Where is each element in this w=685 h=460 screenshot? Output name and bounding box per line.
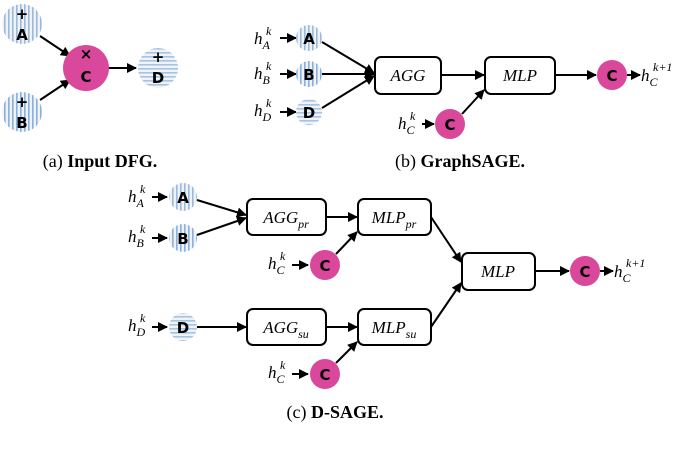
- agg-pr-label: AGGpr: [262, 208, 309, 231]
- svg-text:k: k: [140, 222, 146, 236]
- svg-text:k+1: k+1: [626, 256, 645, 270]
- plus-op-b: +: [16, 93, 29, 111]
- node-label-c: C: [319, 257, 330, 275]
- input-h-a: hA k: [128, 182, 146, 210]
- input-h-d: hD k: [128, 311, 146, 339]
- mlp-label: MLP: [502, 66, 537, 85]
- agg-label: AGG: [390, 66, 426, 85]
- mlp-su-label: MLPsu: [371, 318, 417, 341]
- node-d: [169, 313, 197, 341]
- node-b: [296, 61, 322, 87]
- mlp-final-label: MLP: [480, 262, 515, 281]
- caption-c: (c) D-SAGE.: [287, 402, 384, 423]
- node-label-a: A: [16, 26, 28, 44]
- panel-input-dfg: + A + B × C + D (a) Input DFG.: [2, 4, 178, 172]
- svg-text:k: k: [266, 96, 272, 110]
- node-d: [296, 99, 322, 125]
- svg-text:k: k: [280, 249, 286, 263]
- input-h-b: hB k: [128, 222, 146, 250]
- input-h-c-su: hC k: [268, 358, 286, 386]
- svg-text:k+1: k+1: [653, 60, 672, 74]
- mlp-pr-label: MLPpr: [371, 208, 417, 231]
- node-label-d: D: [177, 319, 189, 337]
- svg-text:hC: hC: [268, 254, 286, 277]
- svg-text:k: k: [280, 358, 286, 372]
- svg-text:hA: hA: [128, 187, 145, 210]
- times-op-c: ×: [80, 45, 93, 63]
- node-c-out: [570, 256, 600, 286]
- panel-d-sage: hA k A hB k B AGGpr MLPpr hC k C: [128, 182, 645, 423]
- input-h-c: hC k: [398, 109, 416, 137]
- agg-su-label: AGGsu: [262, 318, 309, 341]
- input-h-a: hA k: [254, 24, 272, 52]
- input-h-d: hD k: [254, 96, 272, 124]
- plus-op-a: +: [16, 5, 29, 23]
- node-label-d: D: [303, 104, 315, 122]
- node-label-c: C: [444, 116, 455, 134]
- node-label-c-out: C: [606, 67, 617, 85]
- node-c-pr: [310, 250, 340, 280]
- node-label-a: A: [303, 30, 315, 48]
- output-h-c: hC k+1: [614, 256, 645, 285]
- svg-text:hD: hD: [128, 316, 146, 339]
- svg-text:k: k: [410, 109, 416, 123]
- input-h-c-pr: hC k: [268, 249, 286, 277]
- node-b-add: + B: [2, 92, 42, 132]
- svg-text:hC: hC: [614, 262, 632, 285]
- svg-text:hC: hC: [398, 114, 416, 137]
- panel-graphsage: hA k A hB k B hD k D AGG MLP hC: [254, 24, 672, 172]
- svg-text:hC: hC: [641, 66, 659, 89]
- node-c-self: [435, 109, 465, 139]
- node-label-d: D: [152, 69, 164, 87]
- svg-text:hB: hB: [254, 64, 271, 87]
- node-label-c: C: [319, 366, 330, 384]
- node-b: [169, 224, 197, 252]
- node-c-out: [597, 60, 627, 90]
- edge-b-to-c: [39, 79, 71, 101]
- node-label-c: C: [80, 68, 91, 86]
- caption-b: (b) GraphSAGE.: [395, 151, 525, 172]
- svg-text:k: k: [140, 311, 146, 325]
- node-a: [296, 25, 322, 51]
- caption-a: (a) Input DFG.: [43, 151, 158, 172]
- svg-text:k: k: [140, 182, 146, 196]
- svg-text:hB: hB: [128, 227, 145, 250]
- node-label-a: A: [177, 189, 189, 207]
- input-h-b: hB k: [254, 59, 272, 87]
- node-c-su: [310, 359, 340, 389]
- edge-a-to-c: [39, 35, 71, 57]
- node-a: [169, 183, 197, 211]
- svg-text:k: k: [266, 59, 272, 73]
- node-a-add: + A: [2, 4, 42, 44]
- svg-text:k: k: [266, 24, 272, 38]
- node-d-add: + D: [138, 48, 178, 88]
- svg-text:hC: hC: [268, 363, 286, 386]
- node-c-mul: × C: [63, 45, 109, 91]
- svg-text:hA: hA: [254, 29, 271, 52]
- node-label-b: B: [303, 66, 314, 84]
- node-label-b: B: [177, 230, 188, 248]
- output-h-c: hC k+1: [641, 60, 672, 89]
- plus-op-d: +: [152, 48, 165, 66]
- node-label-c-out: C: [579, 263, 590, 281]
- svg-text:hD: hD: [254, 101, 272, 124]
- node-label-b: B: [16, 114, 27, 132]
